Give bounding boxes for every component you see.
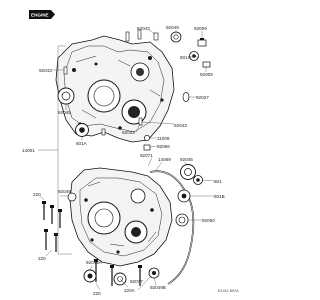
label-92071: 92071 bbox=[140, 153, 153, 158]
label-92066: 92066 bbox=[157, 144, 170, 149]
label-92049-left: 92049 bbox=[58, 189, 71, 194]
label-220A: 220A bbox=[124, 288, 136, 293]
label-601: 601 bbox=[214, 179, 222, 184]
label-92077: 92077 bbox=[130, 279, 143, 284]
label-11009: 11009 bbox=[157, 136, 170, 141]
label-92045-left: 92045 bbox=[58, 110, 71, 115]
label-220-bottom: 220 bbox=[38, 256, 46, 261]
label-14001: 14001 bbox=[22, 148, 35, 153]
diagram-code: E1411 897A bbox=[218, 289, 239, 293]
label-92009-right: 92009 bbox=[200, 72, 213, 77]
leader-lines bbox=[38, 29, 215, 291]
label-92060: 92060 bbox=[202, 218, 215, 223]
upper-crankcase-half bbox=[55, 29, 175, 143]
label-92049B: 92049B bbox=[150, 285, 166, 290]
diagram-svg: ENGINE E1411 897A bbox=[22, 10, 239, 296]
label-92043-right: 92043 bbox=[174, 123, 187, 128]
label-92009-top: 92009 bbox=[194, 26, 207, 31]
lower-crankcase-half bbox=[69, 167, 173, 267]
label-601B: 601B bbox=[214, 194, 225, 199]
label-220-center: 220 bbox=[93, 291, 101, 296]
label-601A: 601A bbox=[76, 141, 88, 146]
label-220-top: 220 bbox=[33, 192, 41, 197]
upper-loose-parts bbox=[57, 31, 211, 151]
label-92027: 92027 bbox=[196, 95, 209, 100]
engine-badge-text: ENGINE bbox=[31, 13, 49, 18]
label-92043-left: 92043 bbox=[39, 68, 52, 73]
label-92049-top: 92049 bbox=[166, 25, 179, 30]
engine-badge: ENGINE bbox=[29, 10, 55, 19]
label-601C: 601C bbox=[180, 55, 192, 60]
label-92043-top: 92043 bbox=[137, 26, 150, 31]
bolt-set-220 bbox=[42, 201, 142, 286]
exploded-parts-diagram: ENGINE E1411 897A bbox=[22, 10, 239, 296]
label-92045-right: 92045 bbox=[180, 157, 193, 162]
label-92043-center: 92043 bbox=[122, 130, 135, 135]
label-92049A: 92049A bbox=[86, 260, 103, 265]
part-labels: 92043 92049 92009 92043 601C 92009 14001… bbox=[22, 25, 225, 296]
label-14069: 14069 bbox=[158, 157, 171, 162]
